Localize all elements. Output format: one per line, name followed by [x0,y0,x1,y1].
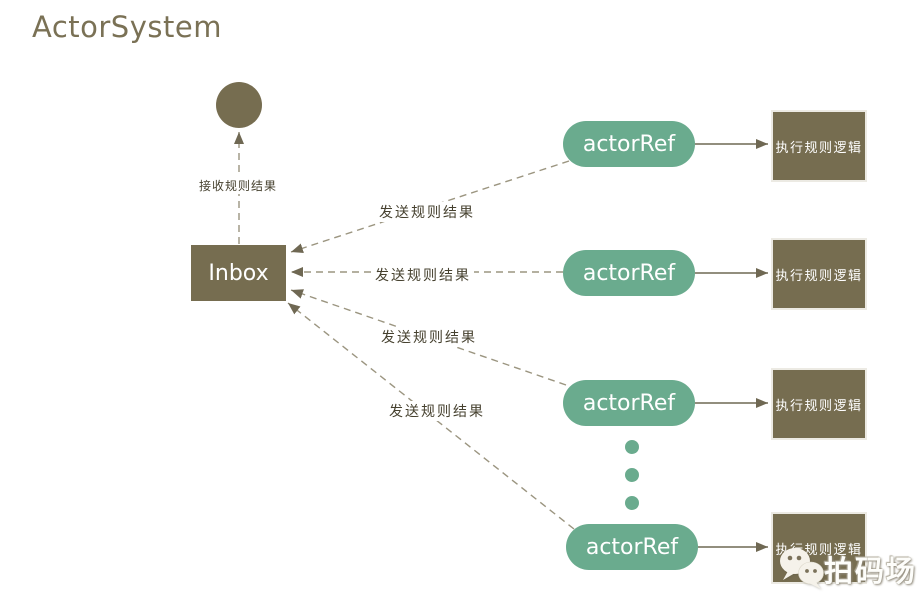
rule-logic-node-2: 执行规则逻辑 [771,238,867,310]
ellipsis-dot [625,496,639,510]
diagram-title: ActorSystem [32,10,222,44]
wechat-icon [780,548,824,589]
actor-ref-node-1: actorRef [563,121,695,167]
actor-ref-node-4: actorRef [566,524,698,570]
watermark: 拍码场 [778,544,919,594]
rule-logic-node-1: 执行规则逻辑 [771,110,867,182]
actor-ref-node-2: actorRef [563,250,695,296]
rule-logic-node-3: 执行规则逻辑 [771,368,867,440]
receive-result-label: 接收规则结果 [197,177,280,194]
inbox-node: Inbox [191,245,286,301]
result-receiver-circle [216,82,262,128]
ellipsis-dot [625,468,639,482]
send-result-label-3: 发送规则结果 [378,327,480,347]
send-result-label-4: 发送规则结果 [386,401,488,421]
actor-ref-node-3: actorRef [563,380,695,426]
send-result-label-2: 发送规则结果 [372,265,474,285]
send-result-label-1: 发送规则结果 [376,202,478,222]
watermark-text: 拍码场 [824,554,918,588]
ellipsis-dot [625,440,639,454]
